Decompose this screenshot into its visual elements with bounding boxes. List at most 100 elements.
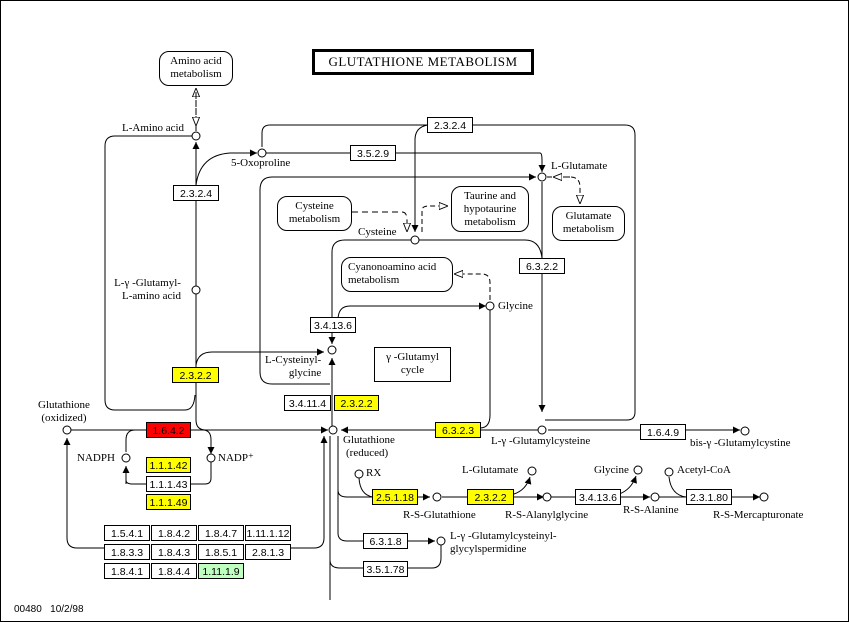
label-rs-alanine[interactable]: R-S-Alanine bbox=[623, 504, 679, 516]
label-line: Glutathione bbox=[38, 399, 90, 411]
cycle-line: cycle bbox=[400, 364, 425, 376]
map-label: Glutamate bbox=[565, 210, 612, 222]
node-glycine-2 bbox=[633, 465, 643, 475]
label-spermidine[interactable]: L-γ -Glutamylcysteinyl-glycylspermidine bbox=[450, 530, 557, 556]
node-l-glutamate-2 bbox=[527, 466, 537, 476]
label-oxoproline[interactable]: 5-Oxoproline bbox=[231, 157, 291, 169]
label-line: glycine bbox=[288, 367, 322, 379]
label-line: (oxidized) bbox=[41, 412, 87, 424]
enzyme-box[interactable]: 1.1.1.42 bbox=[146, 457, 191, 473]
enzyme-box[interactable]: 2.3.2.2 bbox=[334, 395, 379, 411]
enzyme-box[interactable]: 3.5.1.78 bbox=[363, 561, 408, 577]
enzyme-box[interactable]: 6.3.2.3 bbox=[435, 422, 481, 438]
enzyme-box[interactable]: 1.8.4.2 bbox=[151, 525, 197, 541]
page-title: GLUTATHIONE METABOLISM bbox=[312, 49, 534, 75]
enzyme-box[interactable]: 2.3.1.80 bbox=[686, 489, 732, 505]
enzyme-box[interactable]: 1.11.1.12 bbox=[245, 525, 291, 541]
enzyme-box[interactable]: 1.8.3.3 bbox=[104, 544, 150, 560]
enzyme-box[interactable]: 2.3.2.4 bbox=[173, 185, 219, 201]
label-line: (reduced) bbox=[346, 447, 389, 459]
label-rs-glutathione[interactable]: R-S-Glutathione bbox=[403, 509, 476, 521]
footer: 00480 10/2/98 bbox=[14, 604, 84, 615]
enzyme-box[interactable]: 2.3.2.4 bbox=[427, 117, 473, 133]
enzyme-box[interactable]: 1.8.4.1 bbox=[104, 563, 150, 579]
enzyme-box[interactable]: 1.6.4.2 bbox=[146, 422, 191, 438]
enzyme-box[interactable]: 6.3.1.8 bbox=[363, 533, 408, 549]
label-glu-cys[interactable]: L-γ -Glutamylcysteine bbox=[491, 435, 591, 447]
node-rs-mercapturonate bbox=[759, 492, 769, 502]
enzyme-box[interactable]: 1.11.1.9 bbox=[198, 563, 244, 579]
label-rx[interactable]: RX bbox=[366, 467, 382, 479]
node-rs-glutathione bbox=[432, 492, 442, 502]
enzyme-box[interactable]: 3.4.11.4 bbox=[284, 395, 331, 411]
node-acetyl-coa bbox=[664, 467, 674, 477]
label-nadph[interactable]: NADPH bbox=[77, 452, 115, 464]
node-nadp bbox=[206, 453, 216, 463]
node-l-amino-acid bbox=[191, 131, 201, 141]
map-date: 10/2/98 bbox=[50, 604, 84, 615]
enzyme-box[interactable]: 1.5.4.1 bbox=[104, 525, 150, 541]
map-label: metabolism bbox=[464, 216, 516, 228]
enzyme-box[interactable]: 1.6.4.9 bbox=[640, 424, 686, 440]
label-cysteinylglycine[interactable]: L-Cysteinyl-glycine bbox=[265, 354, 321, 380]
map-label: metabolism bbox=[170, 68, 222, 80]
label-l-glutamate-2[interactable]: L-Glutamate bbox=[462, 464, 519, 476]
node-glu-amino-acid bbox=[191, 285, 201, 295]
enzyme-box[interactable]: 2.3.2.2 bbox=[467, 489, 514, 505]
label-cysteine[interactable]: Cysteine bbox=[358, 226, 397, 238]
map-label: Taurine and bbox=[463, 190, 517, 202]
node-glu-cys bbox=[537, 425, 547, 435]
map-label: Amino acid bbox=[170, 55, 222, 67]
node-gsh-reduced bbox=[328, 425, 338, 435]
label-rs-alanylglycine[interactable]: R-S-Alanylglycine bbox=[505, 509, 589, 521]
map-label: metabolism bbox=[288, 213, 341, 225]
node-oxoproline bbox=[257, 148, 267, 158]
enzyme-box[interactable]: 1.8.4.4 bbox=[151, 563, 197, 579]
node-cysteinylglycine bbox=[327, 345, 337, 355]
label-line: L-amino acid bbox=[122, 290, 181, 302]
label-gsh-oxidized[interactable]: Glutathione(oxidized) bbox=[38, 399, 90, 425]
label-line: L-Cysteinyl- bbox=[265, 354, 322, 366]
enzyme-box[interactable]: 1.8.4.7 bbox=[198, 525, 244, 541]
enzyme-box[interactable]: 6.3.2.2 bbox=[519, 258, 565, 274]
enzyme-box[interactable]: 2.8.1.3 bbox=[245, 544, 291, 560]
map-label: Cyanonoamino acid bbox=[348, 261, 437, 273]
enzyme-box[interactable]: 3.5.2.9 bbox=[350, 145, 396, 161]
map-label: metabolism bbox=[348, 274, 400, 286]
map-label: Cysteine bbox=[295, 200, 334, 212]
enzyme-box[interactable]: 3.4.13.6 bbox=[575, 489, 621, 505]
label-bis-glu-cys[interactable]: bis-γ -Glutamylcystine bbox=[690, 437, 791, 449]
enzyme-box[interactable]: 3.4.13.6 bbox=[310, 317, 356, 333]
label-nadp[interactable]: NADP⁺ bbox=[218, 452, 254, 464]
label-glycine[interactable]: Glycine bbox=[498, 300, 533, 312]
label-rs-mercapturonate[interactable]: R-S-Mercapturonate bbox=[713, 509, 804, 521]
label-line: glycylspermidine bbox=[450, 543, 527, 555]
node-l-glutamate bbox=[537, 172, 547, 182]
line-amino-loop bbox=[104, 135, 196, 411]
label-line: L-γ -Glutamyl- bbox=[114, 277, 181, 289]
enzyme-box[interactable]: 2.5.1.18 bbox=[372, 489, 418, 505]
enzyme-box[interactable]: 1.1.1.49 bbox=[146, 494, 191, 510]
enzyme-box[interactable]: 1.8.4.3 bbox=[151, 544, 197, 560]
enzyme-box[interactable]: 1.8.5.1 bbox=[198, 544, 244, 560]
label-l-glutamate[interactable]: L-Glutamate bbox=[551, 160, 608, 172]
label-acetyl-coa[interactable]: Acetyl-CoA bbox=[677, 464, 731, 476]
enzyme-box[interactable]: 1.1.1.43 bbox=[146, 476, 191, 492]
map-label: metabolism bbox=[562, 223, 615, 235]
node-rx bbox=[354, 469, 364, 479]
node-nadph bbox=[121, 453, 131, 463]
node-bis-glu-cys bbox=[740, 426, 750, 436]
enzyme-box[interactable]: 2.3.2.2 bbox=[172, 367, 219, 383]
label-gsh-reduced[interactable]: Glutathione(reduced) bbox=[343, 434, 395, 460]
label-l-amino-acid[interactable]: L-Amino acid bbox=[122, 122, 185, 134]
label-glycine-2[interactable]: Glycine bbox=[594, 464, 629, 476]
node-rs-alanine bbox=[650, 492, 660, 502]
label-glu-amino-acid[interactable]: L-γ -Glutamyl-L-amino acid bbox=[113, 277, 181, 303]
